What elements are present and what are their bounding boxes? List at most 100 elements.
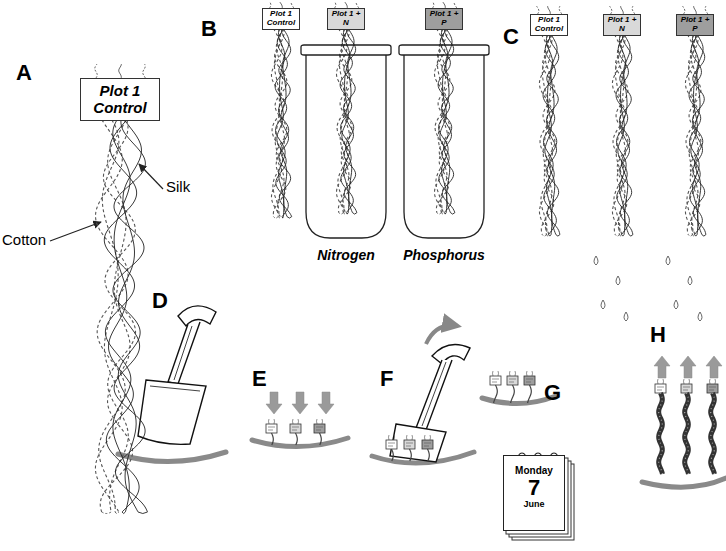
illustration-detail — [681, 384, 692, 393]
turn-arrow — [426, 325, 458, 344]
illustration-detail — [266, 424, 277, 433]
fabric-strips — [279, 29, 292, 217]
illustration-detail — [657, 387, 664, 390]
illustration-detail — [269, 419, 275, 424]
fabric-strips — [143, 64, 146, 78]
illustration-detail — [320, 433, 322, 445]
illustration-detail — [388, 443, 395, 446]
plot-tag: Plot 1 Control — [80, 78, 160, 121]
illustration-detail — [594, 256, 598, 265]
leader-line — [139, 164, 163, 189]
fabric-strips — [95, 120, 122, 512]
illustration-detail — [685, 393, 689, 474]
illustration-detail — [511, 385, 515, 403]
fabric-strips — [437, 213, 441, 215]
plot-tag: Plot 1 + N — [327, 8, 365, 30]
spade — [390, 344, 470, 462]
fabric-strips — [344, 29, 357, 213]
soil-surface — [118, 396, 726, 487]
illustration-detail — [494, 385, 498, 403]
tube-wall — [404, 55, 484, 238]
illustration-detail — [318, 392, 334, 414]
plot-tag: Plot 1 + P — [425, 8, 463, 30]
illustration-detail — [296, 433, 298, 445]
illustration-detail — [389, 435, 395, 440]
illustration-detail — [386, 440, 397, 449]
fabric-strips — [539, 35, 549, 235]
illustration-detail — [698, 312, 702, 321]
illustration-detail — [528, 385, 532, 403]
fabric-strips — [339, 213, 343, 215]
fabric-strips — [274, 217, 279, 219]
tube-rim — [301, 45, 391, 55]
illustration-detail — [711, 393, 715, 474]
illustration-detail — [526, 379, 533, 382]
fabric-strips — [138, 512, 147, 514]
illustration-detail — [655, 384, 666, 393]
fabric-strips — [559, 6, 562, 14]
tube-rim — [399, 45, 489, 55]
fabric-strips — [547, 35, 560, 235]
illustration-detail — [424, 443, 431, 446]
illustration-detail — [709, 387, 716, 390]
fabric-strips — [119, 64, 122, 78]
date-text: 7 — [504, 476, 564, 500]
illustration-detail — [314, 424, 325, 433]
tube-wall — [306, 55, 386, 238]
illustration-detail — [266, 256, 722, 474]
fabric-strips — [705, 6, 708, 14]
nutrient-label: Nitrogen — [280, 248, 412, 263]
fabric-strips — [548, 235, 551, 237]
fabric-strips — [556, 235, 560, 237]
fabric-strips — [287, 217, 292, 219]
fabric-strips — [442, 29, 454, 213]
illustration-detail — [493, 371, 499, 376]
fabric-strips — [344, 29, 356, 213]
fabric-strips — [536, 6, 538, 14]
fabric-strips — [442, 213, 444, 215]
fabric-strips — [279, 217, 280, 219]
test-tube-outline — [300, 44, 392, 244]
fabric-strips — [542, 235, 546, 237]
test-tube: PhosphorusPlot 1 + P — [398, 44, 490, 266]
fabric-strips — [609, 6, 611, 14]
illustration-detail — [624, 312, 628, 321]
panel-letter: G — [544, 380, 561, 406]
panel-letter: C — [503, 24, 519, 50]
plot-tag: Plot 1 Control — [530, 14, 568, 36]
illustration-detail — [490, 376, 501, 385]
illustration-detail — [509, 379, 516, 382]
fabric-strips — [685, 35, 695, 235]
illustration-detail — [684, 379, 690, 384]
fabric-strips — [336, 29, 346, 213]
fabric-strips — [95, 64, 98, 78]
fabric-strips — [621, 235, 624, 237]
fabric-strips — [619, 35, 631, 235]
illustration-detail — [410, 449, 412, 461]
material-label: Silk — [166, 178, 190, 195]
calendar: Monday7June — [503, 455, 565, 531]
plot-label: Plot 1 + P — [428, 10, 460, 28]
illustration-detail — [524, 376, 535, 385]
fabric-strips — [621, 6, 624, 14]
illustration-detail — [683, 387, 690, 390]
illustration-detail — [510, 371, 516, 376]
date-text: Monday — [504, 465, 564, 476]
plot-tag: Plot 1 Control — [262, 8, 300, 30]
spade — [150, 386, 200, 391]
illustration-detail — [293, 419, 299, 424]
nutrient-label: Phosphorus — [378, 248, 510, 263]
panel-letter: D — [152, 288, 168, 314]
plot-label: Plot 1 + P — [679, 16, 711, 34]
panel-letter: B — [201, 16, 217, 42]
panel-letter: E — [252, 366, 267, 392]
fabric-strips — [693, 35, 706, 235]
illustration-detail — [680, 356, 696, 378]
soil-surface — [642, 478, 726, 487]
plot-label: Plot 1 + N — [606, 16, 638, 34]
illustration-detail — [268, 427, 275, 430]
fabric-strips — [632, 6, 635, 14]
panel-letter: H — [650, 322, 666, 348]
illustration-detail — [272, 433, 274, 445]
